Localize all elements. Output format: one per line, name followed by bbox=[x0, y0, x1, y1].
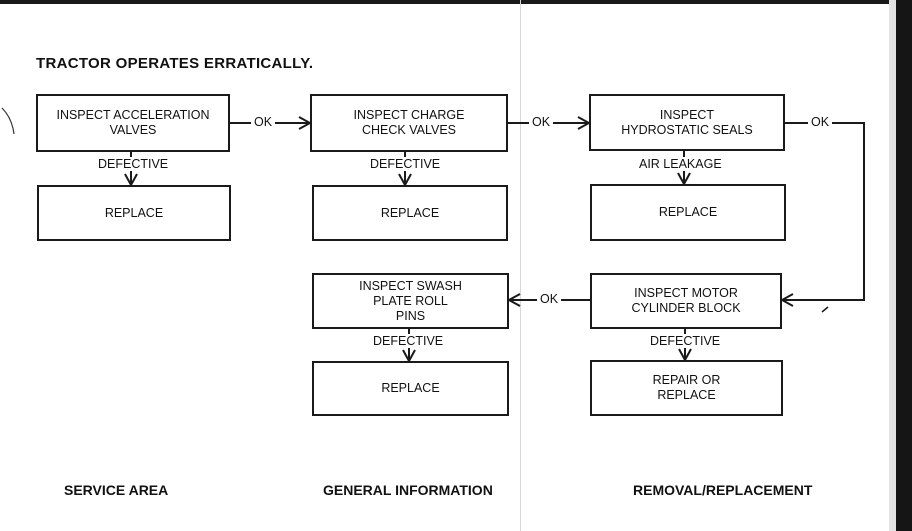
edge-label-ok-1: OK bbox=[251, 115, 276, 129]
page-title: TRACTOR OPERATES ERRATICALLY. bbox=[36, 55, 314, 72]
scan-border bbox=[896, 0, 912, 531]
node-label: INSPECT ACCELERATION VALVES bbox=[56, 108, 210, 137]
node-inspect-motor-cylinder-block: INSPECT MOTOR CYLINDER BLOCK bbox=[590, 273, 782, 329]
node-replace-acceleration-valves: REPLACE bbox=[37, 185, 231, 241]
footer-general-information: GENERAL INFORMATION bbox=[323, 482, 493, 498]
node-label: REPLACE bbox=[381, 381, 440, 395]
node-label: REPLACE bbox=[658, 205, 718, 219]
node-label: INSPECT MOTOR CYLINDER BLOCK bbox=[631, 286, 741, 315]
node-replace-swash-plate-roll-pins: REPLACE bbox=[312, 361, 509, 416]
node-replace-hydrostatic-seals: REPLACE bbox=[590, 184, 786, 241]
node-label: REPAIR OR REPLACE bbox=[652, 373, 721, 402]
node-replace-charge-check-valves: REPLACE bbox=[312, 185, 508, 241]
node-label: INSPECT SWASH PLATE ROLL PINS bbox=[359, 278, 462, 323]
edge-label-ok-3: OK bbox=[808, 115, 833, 129]
edge-label-defective-swash: DEFECTIVE bbox=[370, 334, 447, 348]
edge-label-defective-charge: DEFECTIVE bbox=[367, 157, 444, 171]
node-inspect-charge-check-valves: INSPECT CHARGE CHECK VALVES bbox=[310, 94, 508, 152]
node-repair-or-replace-motor: REPAIR OR REPLACE bbox=[590, 360, 783, 416]
edge-label-ok-2: OK bbox=[529, 115, 554, 129]
top-edge bbox=[0, 0, 912, 4]
node-label: REPLACE bbox=[104, 205, 164, 220]
arrow-seals-to-motor bbox=[782, 122, 865, 300]
node-label: REPLACE bbox=[380, 205, 440, 220]
node-inspect-swash-plate-roll-pins: INSPECT SWASH PLATE ROLL PINS bbox=[312, 273, 509, 329]
margin-mark bbox=[1, 107, 15, 135]
node-label: INSPECT HYDROSTATIC SEALS bbox=[621, 107, 753, 137]
node-inspect-hydrostatic-seals: INSPECT HYDROSTATIC SEALS bbox=[589, 94, 785, 151]
edge-label-air-leakage: AIR LEAKAGE bbox=[636, 157, 725, 171]
footer-removal-replacement: REMOVAL/REPLACEMENT bbox=[633, 482, 813, 498]
edge-label-defective-accel: DEFECTIVE bbox=[95, 157, 172, 171]
edge-label-defective-motor: DEFECTIVE bbox=[647, 334, 724, 348]
footer-service-area: SERVICE AREA bbox=[64, 482, 169, 498]
node-label: INSPECT CHARGE CHECK VALVES bbox=[353, 108, 465, 137]
node-inspect-acceleration-valves: INSPECT ACCELERATION VALVES bbox=[36, 94, 230, 152]
stray-mark bbox=[821, 306, 829, 313]
page-fold-line bbox=[520, 0, 521, 531]
edge-label-ok-4: OK bbox=[537, 292, 562, 306]
page-right-edge bbox=[889, 0, 896, 531]
